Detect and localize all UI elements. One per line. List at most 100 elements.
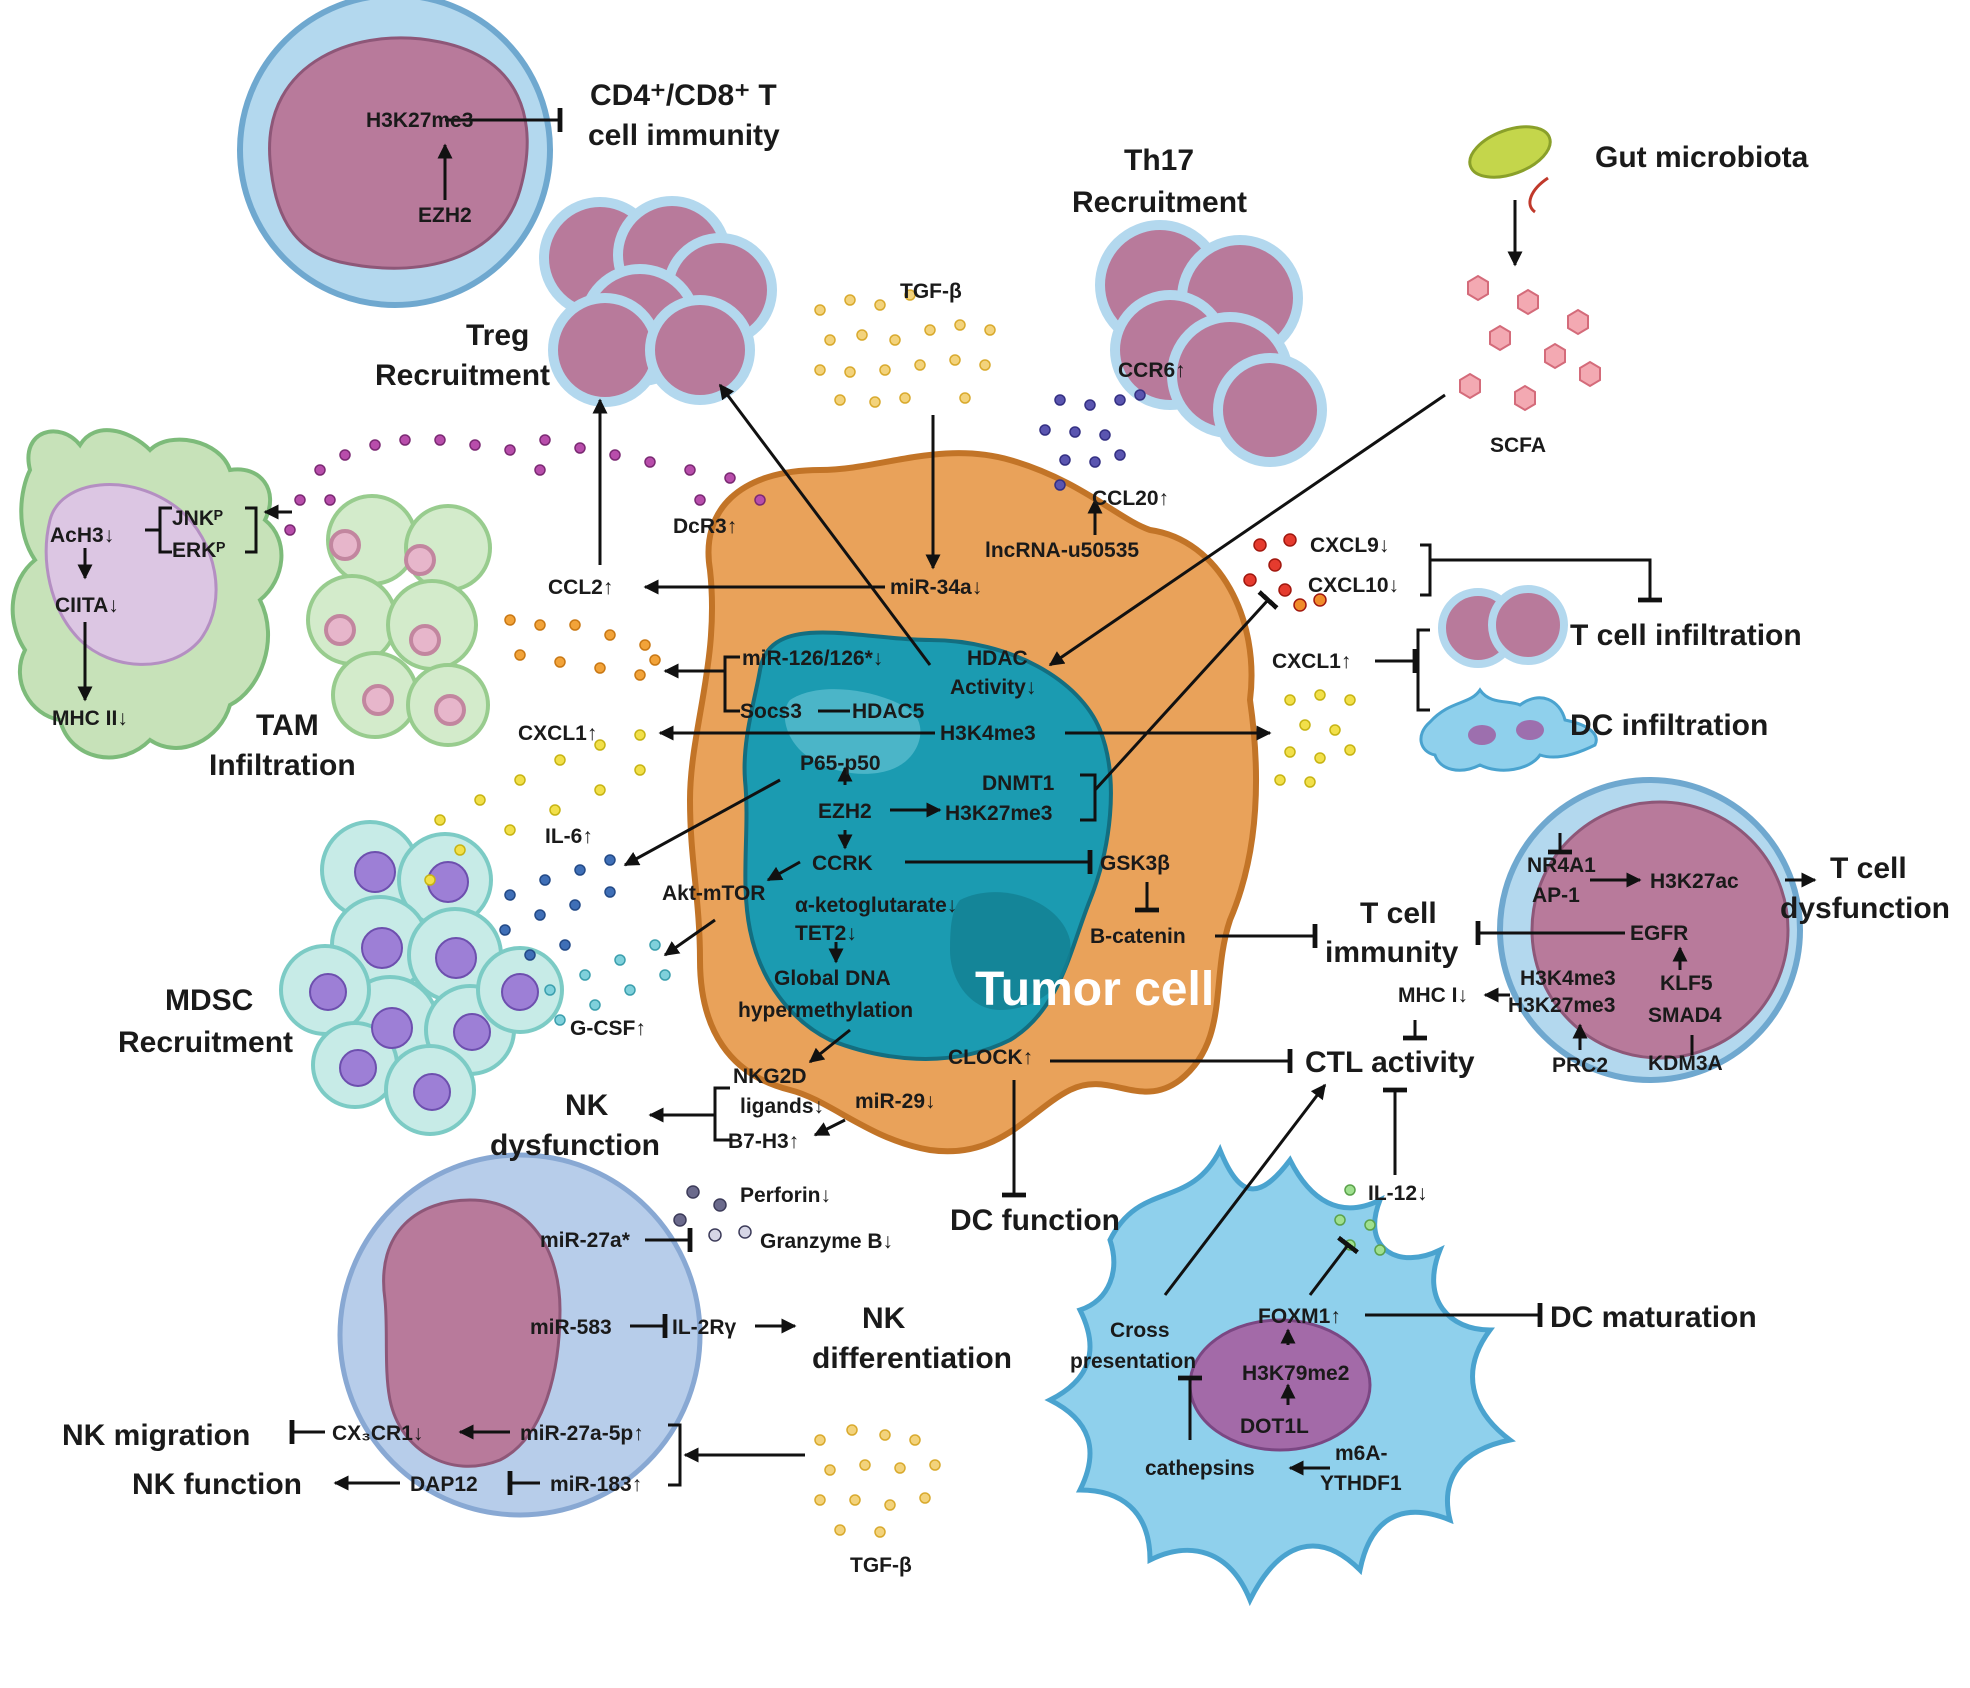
t-cell-right xyxy=(1497,777,1803,1083)
label-dap12: DAP12 xyxy=(410,1473,478,1496)
label-treg-line1: Treg xyxy=(466,319,529,352)
label-ach3: AcH3↓ xyxy=(50,524,114,547)
label-dnmt1: DNMT1 xyxy=(982,772,1055,795)
label-h3k4me3-right: H3K4me3 xyxy=(1520,967,1616,990)
dot-cloud-cxcl9-10 xyxy=(1243,533,1327,612)
label-cx3cr1: CX₃CR1↓ xyxy=(332,1422,423,1445)
label-tam-line1: TAM xyxy=(256,709,319,742)
label-mir34a: miR-34a↓ xyxy=(890,576,982,599)
label-nk-diff-line1: NK xyxy=(862,1302,906,1335)
label-h3k27me3-right: H3K27me3 xyxy=(1508,994,1615,1017)
label-b7h3: B7-H3↑ xyxy=(728,1130,799,1153)
label-h3k4me3-center: H3K4me3 xyxy=(940,722,1036,745)
label-tgfb-bottom: TGF-β xyxy=(850,1554,912,1577)
dot-cloud-dcr3 xyxy=(284,434,766,536)
label-cxcl1-right: CXCL1↑ xyxy=(1272,650,1351,673)
label-gsk3b: GSK3β xyxy=(1100,852,1170,875)
dot-cloud-orange xyxy=(504,614,661,681)
label-cxcl1-left: CXCL1↑ xyxy=(518,722,597,745)
label-h3k27me3-center: H3K27me3 xyxy=(945,802,1052,825)
label-nk-dysf-line1: NK xyxy=(565,1089,609,1122)
label-perforin: Perforin↓ xyxy=(740,1184,831,1207)
label-scfa: SCFA xyxy=(1490,434,1546,457)
dc-infiltration-cell xyxy=(1419,687,1598,772)
label-dc-function: DC function xyxy=(950,1204,1120,1237)
label-dot1l: DOT1L xyxy=(1240,1415,1309,1438)
label-clock: CLOCK↑ xyxy=(948,1046,1033,1069)
label-t-immunity-line1: T cell xyxy=(1360,897,1437,930)
nk-cell xyxy=(337,1152,703,1518)
label-ccl20: CCL20↑ xyxy=(1092,487,1169,510)
label-mir27a5p: miR-27a-5p↑ xyxy=(520,1422,644,1445)
label-t-infiltration: T cell infiltration xyxy=(1570,619,1802,652)
diagram-labels: CD4⁺/CD8⁺ T cell immunity H3K27me3 EZH2 … xyxy=(50,79,1950,1577)
label-tumor-cell: Tumor cell xyxy=(975,963,1214,1016)
label-h3k27me3-tcell: H3K27me3 xyxy=(366,109,473,132)
label-granzyme: Granzyme B↓ xyxy=(760,1230,893,1253)
label-gut-microbiota: Gut microbiota xyxy=(1595,141,1809,174)
bacterium-icon xyxy=(1468,125,1552,214)
label-mhc1: MHC I↓ xyxy=(1398,984,1468,1007)
label-cd48-line1: CD4⁺/CD8⁺ T xyxy=(590,79,777,112)
label-h3k27ac: H3K27ac xyxy=(1650,870,1739,893)
label-jnk: JNKᴾ xyxy=(172,507,223,530)
tam-cluster xyxy=(306,494,492,747)
label-t-immunity-line2: immunity xyxy=(1325,936,1459,969)
label-il12: IL-12↓ xyxy=(1368,1182,1428,1205)
label-ezh2-center: EZH2 xyxy=(818,800,872,823)
label-tet2: TET2↓ xyxy=(795,922,857,945)
label-il2rg: IL-2Rγ xyxy=(672,1316,737,1339)
label-global-line2: hypermethylation xyxy=(738,999,913,1022)
label-nr4a1: NR4A1 xyxy=(1527,854,1596,877)
dot-cloud-gcsf xyxy=(544,939,671,1026)
label-cxcl10: CXCL10↓ xyxy=(1308,574,1399,597)
treg-cluster xyxy=(539,196,777,407)
label-aktmtor: Akt-mTOR xyxy=(662,882,765,905)
label-mhc2: MHC II↓ xyxy=(52,707,128,730)
label-lncrna: lncRNA-u50535 xyxy=(985,539,1139,562)
label-p65p50: P65-p50 xyxy=(800,752,881,775)
dendritic-cell xyxy=(1044,1143,1516,1607)
label-cross-line1: Cross xyxy=(1110,1319,1170,1342)
label-foxm1: FOXM1↑ xyxy=(1258,1305,1341,1328)
label-smad4: SMAD4 xyxy=(1648,1004,1722,1027)
dot-cloud-cxcl1-left xyxy=(424,729,646,886)
dot-cloud-tgfb-bottom xyxy=(814,1424,941,1538)
label-kdm3a: KDM3A xyxy=(1648,1052,1723,1075)
label-prc2: PRC2 xyxy=(1552,1054,1608,1077)
label-mir27a-star: miR-27a* xyxy=(540,1229,631,1252)
label-cathepsins: cathepsins xyxy=(1145,1457,1255,1480)
label-hdac5: HDAC5 xyxy=(852,700,925,723)
label-m6a-line1: m6A- xyxy=(1335,1442,1388,1465)
dot-cloud-perforin xyxy=(673,1185,752,1242)
label-t-dysf-line1: T cell xyxy=(1830,852,1907,885)
label-nkg2d-line1: NKG2D xyxy=(733,1065,807,1088)
label-dc-maturation: DC maturation xyxy=(1550,1301,1757,1334)
label-ccrk: CCRK xyxy=(812,852,873,875)
dot-cloud-il6 xyxy=(499,854,616,961)
scfa-molecules xyxy=(1459,274,1601,412)
label-nkg2d-line2: ligands↓ xyxy=(740,1095,824,1118)
label-il6: IL-6↑ xyxy=(545,825,593,848)
label-m6a-line2: YTHDF1 xyxy=(1320,1472,1402,1495)
label-cd48-line2: cell immunity xyxy=(588,119,780,152)
dot-cloud-ccl20 xyxy=(1039,389,1146,491)
label-bcatenin: B-catenin xyxy=(1090,925,1186,948)
label-h3k79me2: H3K79me2 xyxy=(1242,1362,1349,1385)
label-th17-line1: Th17 xyxy=(1124,144,1194,177)
tam-macrophage xyxy=(10,428,284,760)
label-klf5: KLF5 xyxy=(1660,972,1713,995)
label-erk: ERKᴾ xyxy=(172,539,225,562)
label-mir583: miR-583 xyxy=(530,1316,612,1339)
label-ap1: AP-1 xyxy=(1532,884,1580,907)
label-nk-diff-line2: differentiation xyxy=(812,1342,1012,1375)
label-mir29: miR-29↓ xyxy=(855,1090,936,1113)
label-ctl-activity: CTL activity xyxy=(1305,1046,1475,1079)
dot-cloud-il12 xyxy=(1334,1184,1386,1256)
th17-cluster xyxy=(1095,220,1327,467)
label-th17-line2: Recruitment xyxy=(1072,186,1247,219)
label-cxcl9: CXCL9↓ xyxy=(1310,534,1389,557)
label-global-line1: Global DNA xyxy=(774,967,891,990)
